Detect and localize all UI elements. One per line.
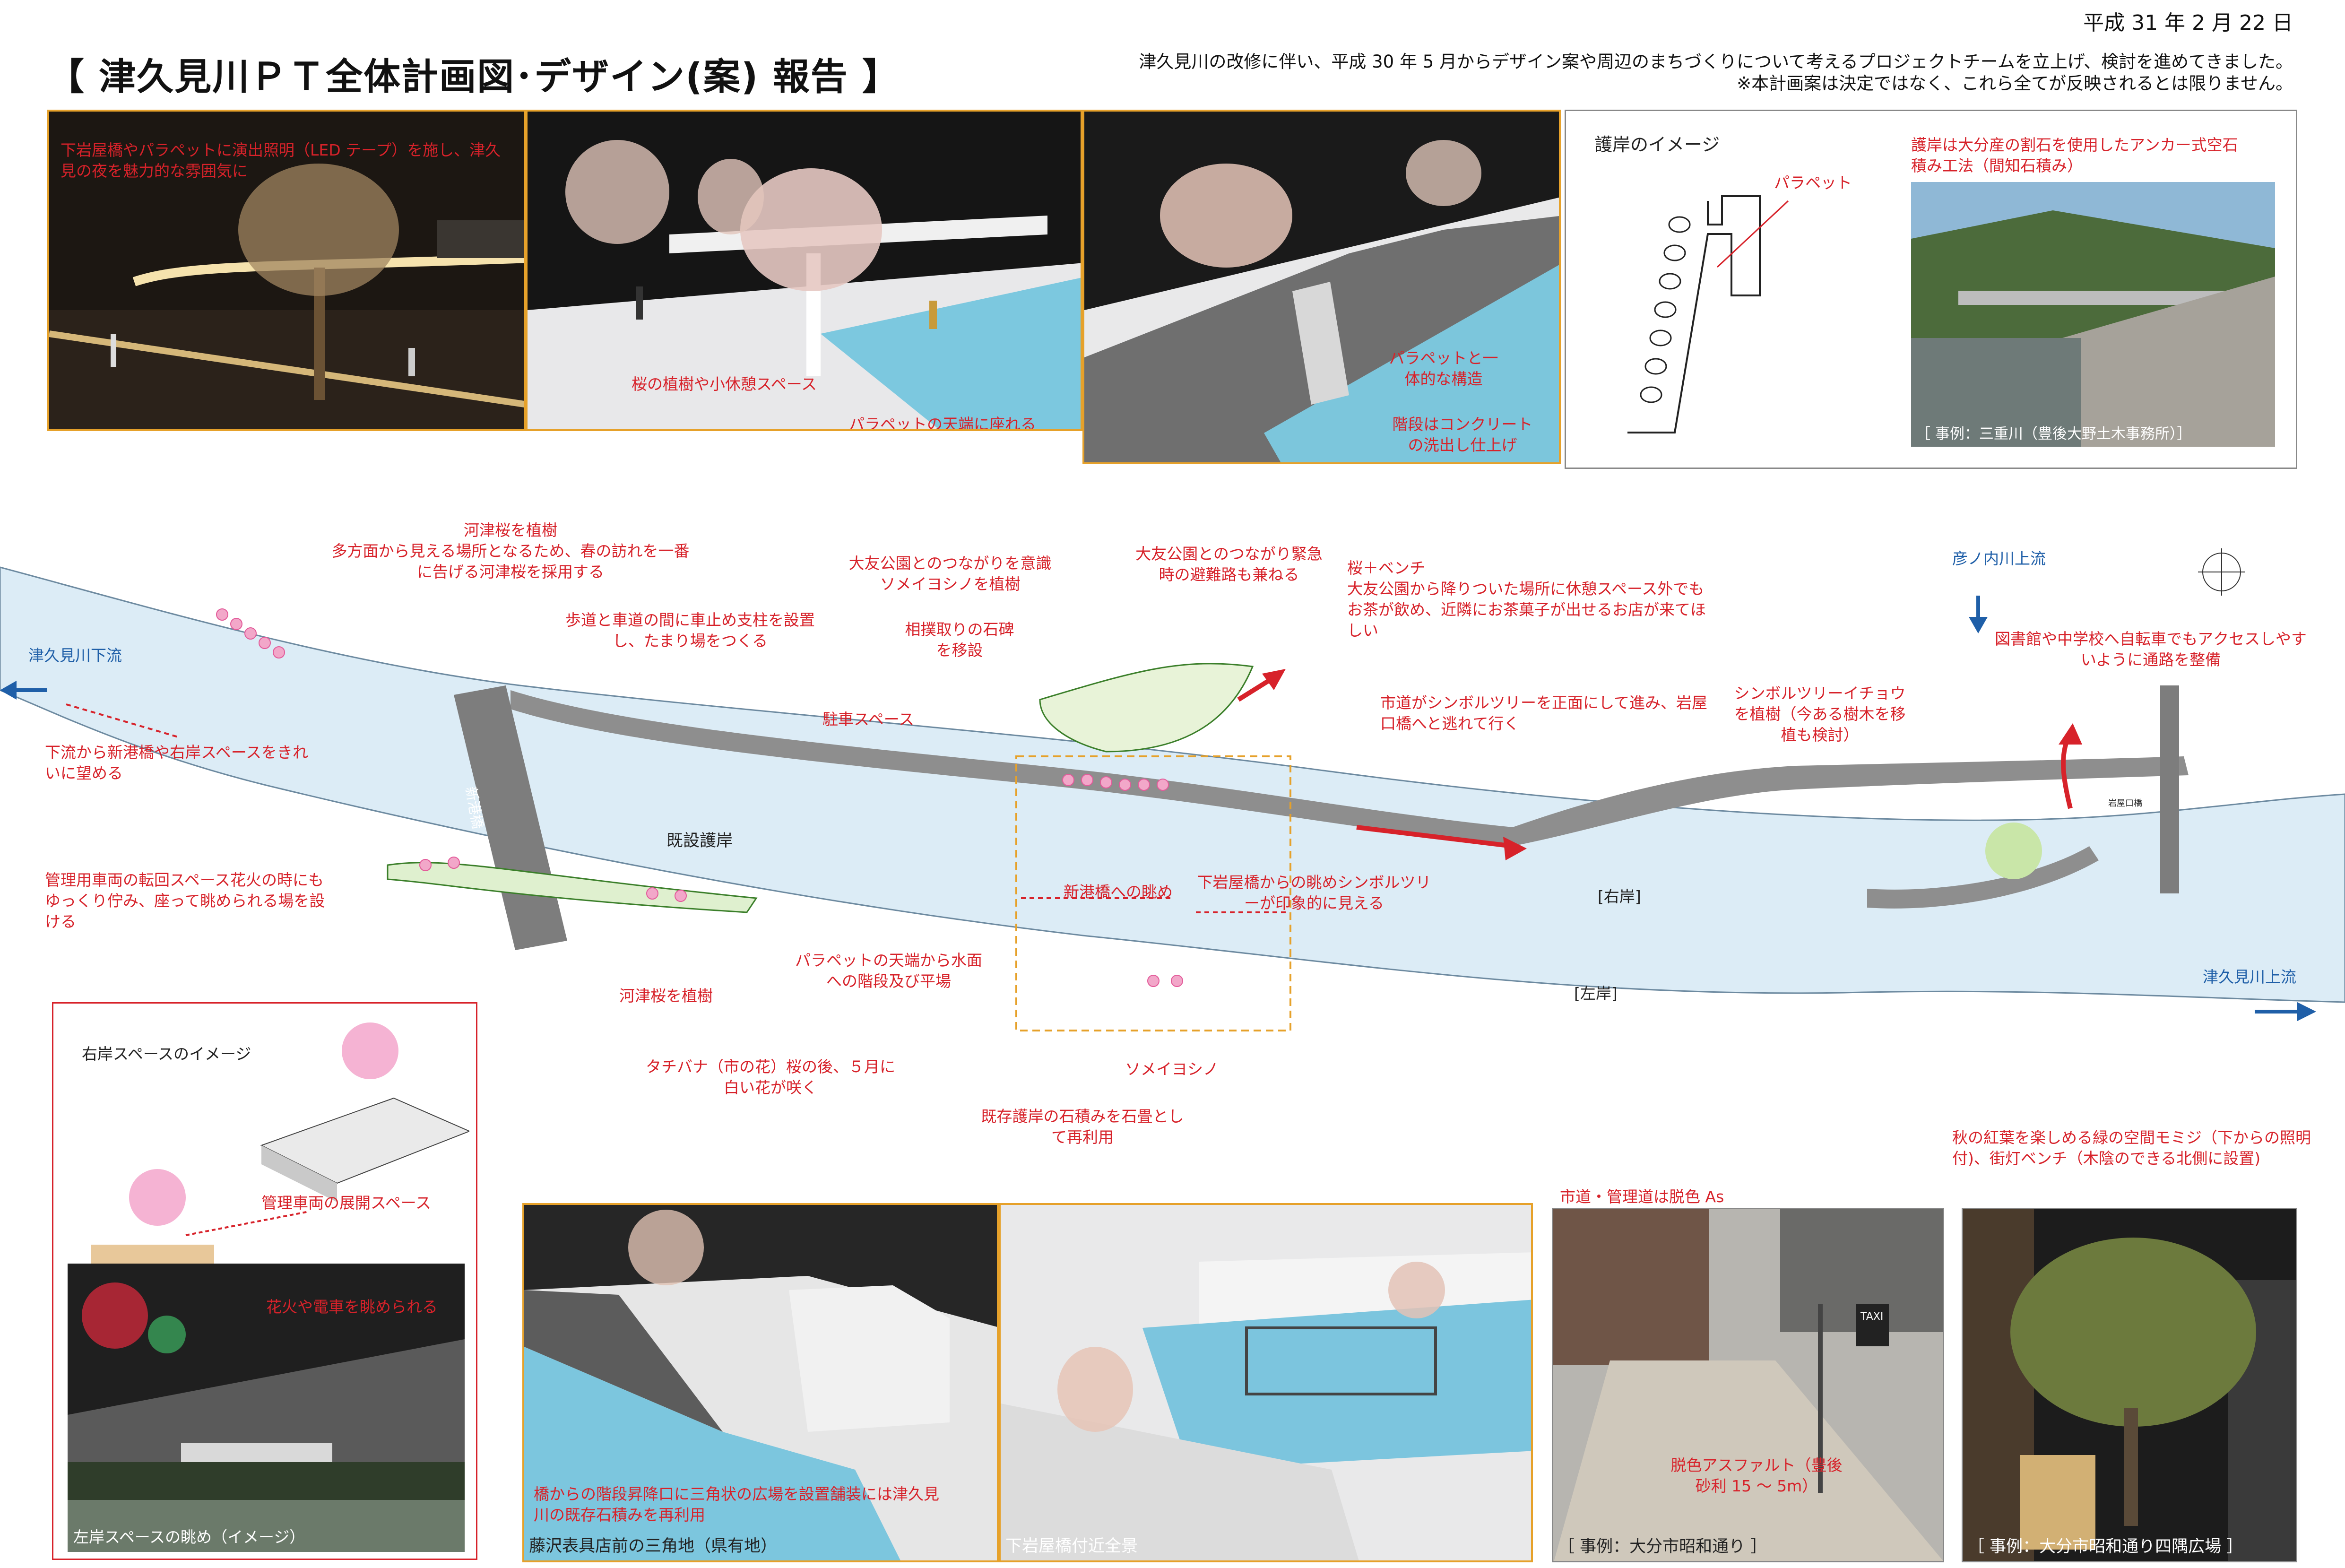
model-photo-1: 桜の植樹や小休憩スペース パラペットの天端に座れる xyxy=(526,110,1082,431)
note-bench-title: 桜＋ベンチ xyxy=(1347,559,1425,577)
downstream-label: 津久見川下流 xyxy=(28,646,122,665)
parapet-label: パラペット xyxy=(1774,173,1852,192)
taxi-sign: TAXI xyxy=(1860,1311,1884,1323)
street-photo: TAXI 脱色アスファルト（豊後砂利 15 ～ 5m） ［ 事例：大分市昭和通り… xyxy=(1552,1208,1944,1562)
plaza-photo: 橋からの階段昇降口に三角状の広場を設置舗装には津久見川の既存石積みを再利用 藤沢… xyxy=(522,1203,999,1562)
iwaya-bridge-label: 岩屋口橋 xyxy=(2108,798,2142,808)
note-otomo-1: 大友公園とのつながりを意識ソメイヨシノを植樹 xyxy=(848,554,1052,593)
note-view-shinko: 新港橋への眺め xyxy=(1064,883,1173,901)
night-lighting-photo: 下岩屋橋やパラペットに演出照明（LED テープ）を施し、津久見の夜を魅力的な雰囲… xyxy=(47,110,526,431)
right-space-diagram xyxy=(91,1022,469,1264)
revetment-box: 護岸のイメージ パラペット 護岸は大分産の割石を使用したアンカー式空石積み工法（… xyxy=(1565,110,2297,469)
note-bench-body: 大友公園から降りついた場所に休憩スペース外でもお茶が飲め、近隣にお茶菓子が出せる… xyxy=(1347,580,1706,640)
hikonouchi-label: 彦ノ内川上流 xyxy=(1952,549,2046,568)
square-photo: ［ 事例：大分市昭和通り四隅広場 ］ xyxy=(1962,1208,2297,1562)
model1-label-1: 桜の植樹や小休憩スペース xyxy=(632,375,817,393)
revetment-title: 護岸のイメージ xyxy=(1594,134,1720,155)
model-scene-2 xyxy=(1084,112,1559,462)
model1-label-2: パラペットの天端に座れる xyxy=(849,415,1036,431)
right-space-title: 右岸スペースのイメージ xyxy=(82,1045,251,1063)
overview-scene xyxy=(1001,1205,1531,1560)
existing-revetment-label: 既設護岸 xyxy=(666,832,733,850)
overview-caption: 下岩屋橋付近全景 xyxy=(1005,1537,1138,1556)
page-title: 【 津久見川ＰＴ全体計画図･デザイン(案) 報告 】 xyxy=(47,56,900,98)
note-turn: 管理用車両の転回スペース花火の時にもゆっくり佇み、座って眺められる場を設ける xyxy=(45,871,325,931)
note-parking: 駐車スペース xyxy=(822,710,915,728)
fireworks-photo: 花火や電車を眺められる 左岸スペースの眺め（イメージ） xyxy=(68,1264,465,1552)
note-decolor: 市道・管理道は脱色 As xyxy=(1560,1187,1724,1206)
street-scene xyxy=(1553,1209,1943,1561)
model-scene-1 xyxy=(528,112,1081,429)
intro-line-1: 津久見川の改修に伴い、平成 30 年 5 月からデザイン案や周辺のまちづくりにつ… xyxy=(1139,52,2293,72)
note-reuse: 既存護岸の石積みを石畳として再利用 xyxy=(981,1107,1184,1146)
note-sidewalk: 歩道と車道の間に車止め支柱を設置し、たまり場をつくる xyxy=(565,611,815,650)
fireworks-label: 花火や電車を眺められる xyxy=(266,1298,438,1316)
note-kawazu: 河津桜を植樹 多方面から見える場所となるため、春の訪れを一番に告げる河津桜を採用… xyxy=(331,520,690,582)
right-bank-label: [右岸] xyxy=(1598,887,1641,906)
note-tachibana: タチバナ（市の花）桜の後、５月に白い花が咲く xyxy=(646,1057,895,1097)
square-caption: ［ 事例：大分市昭和通り四隅広場 ］ xyxy=(1968,1537,2243,1556)
note-kawazu-2: 河津桜を植樹 xyxy=(619,987,713,1005)
note-library: 図書館や中学校へ自転車でもアクセスしやすいように通路を整備 xyxy=(1995,630,2307,669)
night-caption: 下岩屋橋やパラペットに演出照明（LED テープ）を施し、津久見の夜を魅力的な雰囲… xyxy=(61,141,501,180)
note-road: 市道がシンボルツリーを正面にして進み、岩屋口橋へと逃れて行く xyxy=(1380,693,1708,733)
revetment-note: 護岸は大分産の割石を使用したアンカー式空石積み工法（間知石積み） xyxy=(1911,136,2238,175)
date: 平成 31 年 2 月 22 日 xyxy=(2083,11,2293,35)
right-space-box: 右岸スペースのイメージ 管理車両の展開スペース 花火や電車を眺められる 左岸スペ… xyxy=(52,1002,477,1560)
revetment-example-caption: ［ 事例：三重川（豊後大野土木事務所）］ xyxy=(1916,425,2192,442)
intro-text: 津久見川の改修に伴い、平成 30 年 5 月からデザイン案や周辺のまちづくりにつ… xyxy=(1139,51,2293,95)
square-scene xyxy=(1963,1209,2296,1561)
model2-label-2: 階段はコンクリートの洗出し仕上げ xyxy=(1392,415,1533,454)
note-stairs: パラペットの天端から水面への階段及び平場 xyxy=(795,951,982,990)
parapet-pointer xyxy=(1716,200,1789,268)
plaza-caption: 藤沢表具店前の三角地（県有地） xyxy=(529,1537,778,1556)
note-sumo: 相撲取りの石碑を移設 xyxy=(905,620,1014,659)
left-space-caption: 左岸スペースの眺め（イメージ） xyxy=(73,1528,305,1546)
note-autumn: 秋の紅葉を楽しめる緑の空間モミジ（下からの照明付)、街灯ベンチ（木陰のできる北側… xyxy=(1952,1128,2311,1168)
revetment-example-photo: ［ 事例：三重川（豊後大野土木事務所）］ xyxy=(1911,182,2275,447)
model2-label-1: パラペットと一体的な構造 xyxy=(1389,349,1498,388)
model-photo-2: パラペットと一体的な構造 階段はコンクリートの洗出し仕上げ xyxy=(1082,110,1561,464)
street-caption: ［ 事例：大分市昭和通り ］ xyxy=(1558,1537,1767,1556)
note-otomo-2: 大友公園とのつながり緊急時の避難路も兼ねる xyxy=(1135,545,1323,584)
note-view-symbol: 下岩屋橋からの眺めシンボルツリーが印象的に見える xyxy=(1197,873,1431,912)
plaza-label: 橋からの階段昇降口に三角状の広場を設置舗装には津久見川の既存石積みを再利用 xyxy=(534,1485,939,1524)
fireworks-scene xyxy=(68,1264,465,1552)
upstream-label: 津久見川上流 xyxy=(2203,968,2296,986)
note-somei: ソメイヨシノ xyxy=(1125,1060,1219,1078)
intro-line-2: ※本計画案は決定ではなく、これら全てが反映されるとは限りません。 xyxy=(1737,73,2293,94)
note-kawazu-title: 河津桜を植樹 xyxy=(464,521,557,539)
site-plan-map xyxy=(0,548,2345,1031)
revetment-example-scene xyxy=(1911,182,2275,447)
note-bench: 桜＋ベンチ 大友公園から降りついた場所に休憩スペース外でもお茶が飲め、近隣にお茶… xyxy=(1347,558,1716,641)
deploy-label: 管理車両の展開スペース xyxy=(261,1194,432,1212)
note-kawazu-body: 多方面から見える場所となるため、春の訪れを一番に告げる河津桜を採用する xyxy=(331,542,690,581)
note-view-down: 下流から新港橋や右岸スペースをきれいに望める xyxy=(45,743,309,782)
plaza-scene xyxy=(524,1205,997,1560)
left-bank-label: [左岸] xyxy=(1574,984,1618,1003)
night-scene xyxy=(49,112,524,429)
note-symbol: シンボルツリーイチョウを植樹（今ある樹木を移植も検討） xyxy=(1734,684,1906,744)
overview-photo: 下岩屋橋付近全景 xyxy=(999,1203,1533,1562)
street-label: 脱色アスファルト（豊後砂利 15 ～ 5m） xyxy=(1670,1456,1843,1495)
revetment-section-diagram xyxy=(1627,195,1761,433)
